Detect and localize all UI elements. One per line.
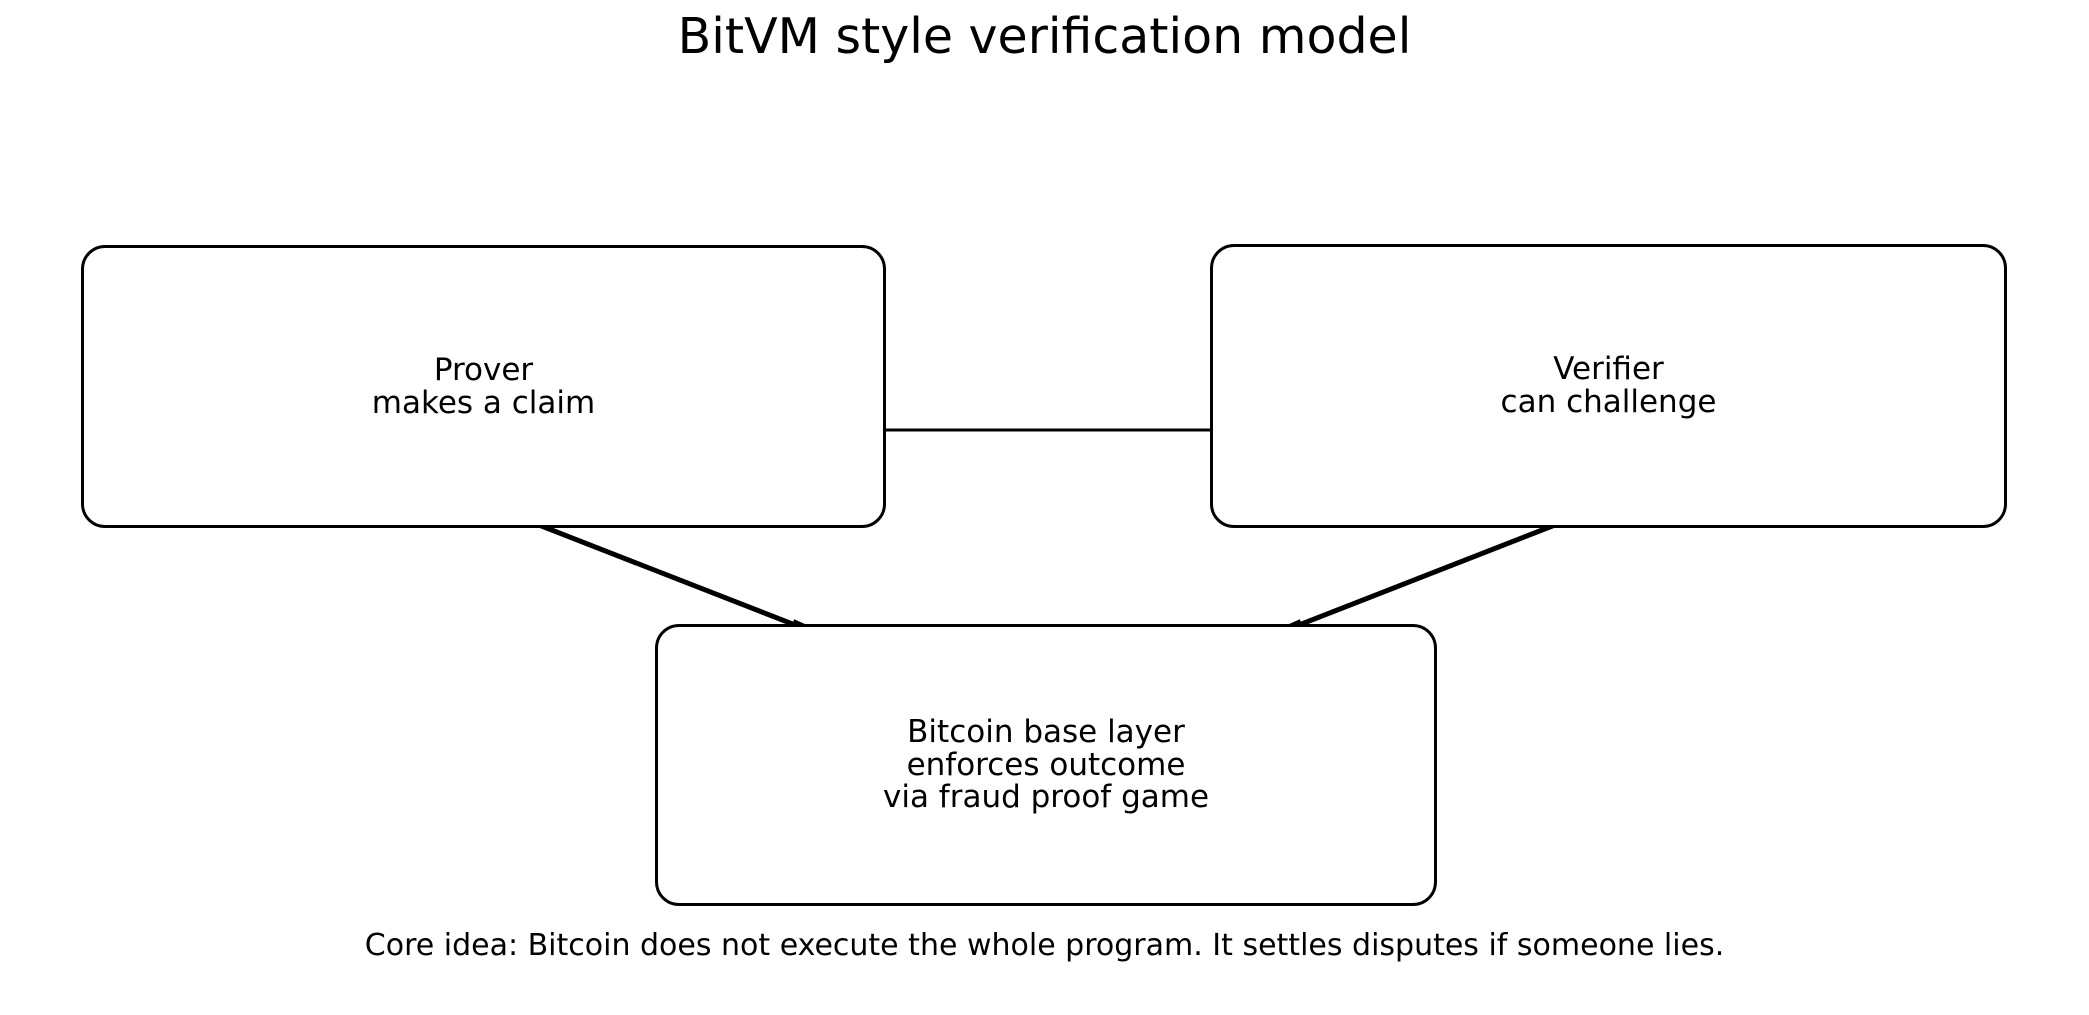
node-verifier[interactable]: Verifier can challenge bbox=[1210, 244, 2007, 528]
node-bitcoin-base-layer-label: Bitcoin base layer enforces outcome via … bbox=[882, 713, 1210, 816]
node-verifier-label: Verifier can challenge bbox=[1500, 351, 1717, 420]
node-prover[interactable]: Prover makes a claim bbox=[81, 245, 886, 528]
figure-caption: Core idea: Bitcoin does not execute the … bbox=[364, 928, 1725, 963]
edge-prover-to-verifier bbox=[852, 409, 1257, 451]
edge-line bbox=[1257, 506, 1597, 644]
page-title: BitVM style verification model bbox=[677, 8, 1412, 65]
edge-line bbox=[497, 506, 837, 644]
node-bitcoin-base-layer[interactable]: Bitcoin base layer enforces outcome via … bbox=[655, 624, 1437, 906]
node-prover-label: Prover makes a claim bbox=[371, 351, 596, 421]
